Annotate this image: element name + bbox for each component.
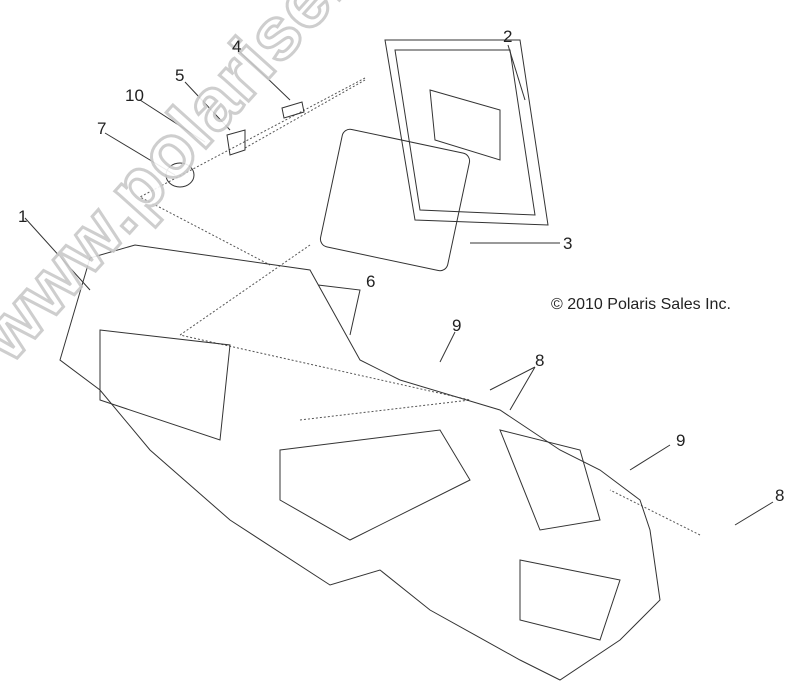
part-5-plate (226, 129, 246, 156)
callout-9: 9 (452, 316, 462, 335)
part-3-seal (319, 128, 471, 272)
callout-7: 7 (97, 119, 107, 138)
leader-lines (24, 44, 774, 526)
callout-2: 2 (503, 27, 513, 46)
part-2-door (384, 39, 549, 226)
callout-10: 10 (125, 86, 144, 105)
copyright-text: © 2010 Polaris Sales Inc. (551, 296, 731, 313)
callout-6: 6 (366, 272, 376, 291)
part-4-pin (281, 101, 305, 119)
part-1-dash (59, 244, 661, 681)
callout-9: 9 (676, 431, 686, 450)
callout-1: 1 (18, 207, 28, 226)
callout-3: 3 (563, 234, 573, 253)
callout-8: 8 (775, 486, 785, 505)
part-7-bumper (165, 162, 195, 188)
assembly-lines (138, 77, 701, 536)
callout-4: 4 (232, 37, 242, 56)
callout-8: 8 (535, 351, 545, 370)
callout-5: 5 (175, 66, 185, 85)
